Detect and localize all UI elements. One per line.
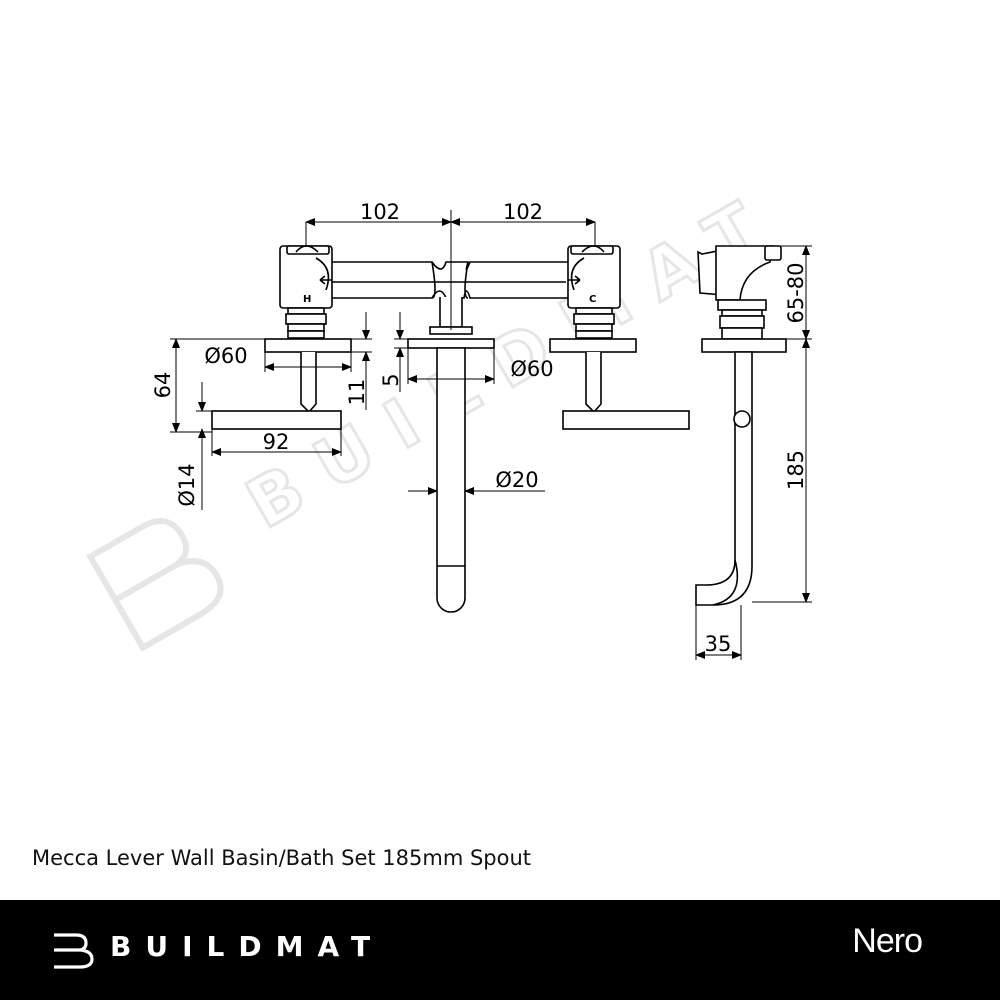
watermark-logo-mark [86,517,224,652]
dim-plate-dia-left: Ø60 [204,344,247,368]
spout-front [436,347,466,613]
dimensions: 102 102 65-80 185 35 Ø60 64 Ø14 [151,200,812,660]
buildmat-logo-icon [54,933,94,969]
mixer-body [315,261,579,299]
side-view [695,245,787,606]
dim-spout-offset: 5 [379,373,403,386]
footer-partner-logo: Nero [852,922,923,960]
dim-plate-thickness: 11 [345,379,369,406]
dim-body-height: 64 [151,372,175,399]
footer-bar [0,900,1000,1000]
hot-handle: H [279,245,333,339]
dim-lever-dia: Ø14 [175,463,199,506]
cold-handle: C [567,245,621,339]
side-spout [695,351,753,606]
dim-left-span: 102 [360,200,400,224]
dim-spout-dia: Ø20 [495,468,538,492]
dim-height-range: 65-80 [784,262,808,323]
front-view: H C [211,245,690,613]
cold-mark: C [589,294,596,305]
right-lever [562,352,690,430]
right-wall-plate [549,338,637,353]
dim-spout-tip: 35 [705,632,732,656]
dim-lever-length: 92 [263,430,290,454]
center-wall-plate [407,338,495,349]
dim-spout-reach: 185 [784,450,808,490]
side-wall-plate [701,338,787,353]
left-wall-plate [264,338,352,353]
product-title: Mecca Lever Wall Basin/Bath Set 185mm Sp… [32,846,532,870]
dim-right-span: 102 [503,200,543,224]
footer-brand: BUILDMAT [110,930,385,963]
hot-mark: H [303,294,311,305]
dim-plate-dia-center: Ø60 [510,357,553,381]
technical-drawing: BUILDMAT H C [86,174,812,660]
